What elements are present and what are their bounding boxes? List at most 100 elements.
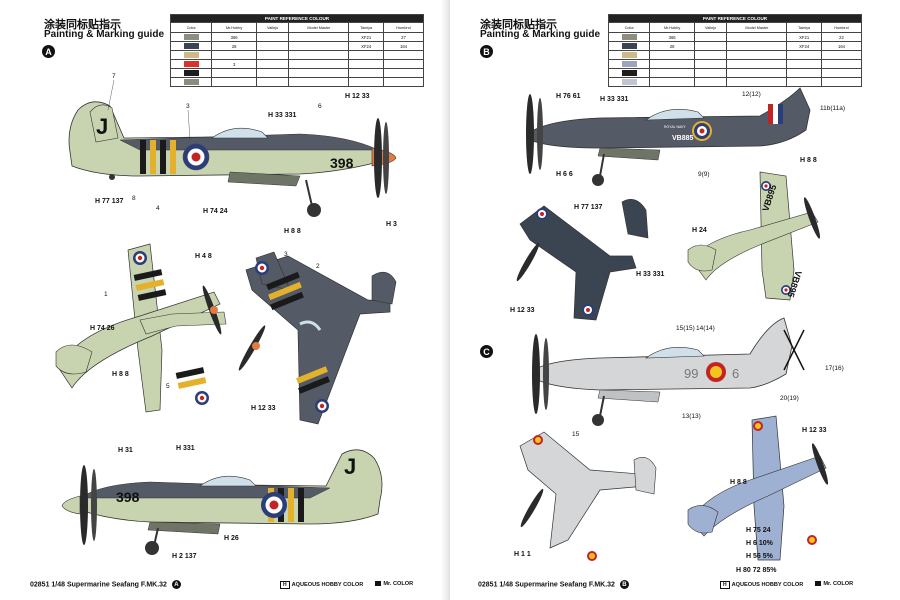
callout: 11b(11a) xyxy=(820,105,845,112)
callout: 8 xyxy=(132,195,136,202)
ref-label: H 12 33 xyxy=(251,405,276,412)
ref-label: H 33 331 xyxy=(268,112,297,119)
callout: 2 xyxy=(316,263,320,270)
callout: 20(19) xyxy=(780,395,799,402)
color-swatch-icon xyxy=(621,52,637,58)
legend-mr-color: Mr. COLOR xyxy=(823,581,854,587)
color-swatch-icon xyxy=(183,52,199,58)
b-serial: VB885 xyxy=(672,135,694,142)
callout: 9(9) xyxy=(698,171,710,178)
title-en-right: Painting & Marking guide xyxy=(480,29,601,40)
paint-cell xyxy=(820,77,863,87)
aircraft-number-a-bottom: 398 xyxy=(116,489,140,505)
callout: 6 xyxy=(318,103,322,110)
ref-label: H 77 137 xyxy=(574,204,603,211)
aircraft-b-plan-top: VB895 VB895 xyxy=(687,171,821,301)
color-swatch-icon xyxy=(183,34,199,40)
footer-left: 02851 1/48 Supermarine Seafang F.MK.32 A xyxy=(30,580,181,589)
ref-label: H 74 24 xyxy=(203,208,228,215)
left-drawings: J 398 xyxy=(55,73,397,560)
ref-label: H 26 xyxy=(224,535,239,542)
right-drawings: VB885 ROYAL NAVY VB895 VB895 xyxy=(510,87,845,574)
ref-label: H 8 8 xyxy=(730,479,747,486)
title-cn: 涂装同标贴指示 xyxy=(44,18,121,31)
footer-left-badge: A xyxy=(171,580,181,589)
color-swatch-icon xyxy=(183,43,199,49)
aircraft-c-plan-top xyxy=(519,431,657,561)
footer-right-text: 02851 1/48 Supermarine Seafang F.MK.32 xyxy=(478,581,615,589)
callout: 1 xyxy=(104,291,108,298)
paint-swatch xyxy=(169,77,213,87)
ref-label: H 74 26 xyxy=(90,325,115,332)
paint-table-right: PAINT REFERENCE COLOUR Color Mr.Hobby Va… xyxy=(607,14,863,87)
footer-right-badge: B xyxy=(619,580,629,589)
callout: 17(16) xyxy=(825,365,844,372)
ref-label: H 1 1 xyxy=(514,551,531,558)
callouts-right: 12(12) 11b(11a) 9(9) H 76 61 H 33 331 H … xyxy=(510,91,845,574)
aircraft-a-plan-bottom xyxy=(238,251,397,425)
ref-label: H 33 331 xyxy=(636,271,665,278)
ref-label: H 8 8 xyxy=(112,371,129,378)
scheme-badge-a: A xyxy=(42,45,55,58)
footer-right: 02851 1/48 Supermarine Seafang F.MK.32 B xyxy=(478,580,629,589)
ref-label: H 12 33 xyxy=(510,307,535,314)
paint-cell xyxy=(649,77,695,87)
ref-label: H 24 xyxy=(692,227,707,234)
ref-label: H 4 8 xyxy=(195,253,212,260)
aircraft-c-plan-bottom xyxy=(687,415,829,561)
scheme-badge-b: B xyxy=(480,45,493,58)
legend-aqueous: AQUEOUS HOBBY COLOR xyxy=(291,582,364,588)
footer-left-text: 02851 1/48 Supermarine Seafang F.MK.32 xyxy=(30,581,167,589)
title-cn-right: 涂装同标贴指示 xyxy=(480,18,557,31)
c-code-left: 99 xyxy=(684,366,698,381)
color-swatch-icon xyxy=(621,43,637,49)
ref-label: H 331 xyxy=(176,445,195,452)
paint-row xyxy=(607,59,863,69)
callout: 15 xyxy=(572,431,580,438)
ref-label: H 12 33 xyxy=(345,93,370,100)
aqueous-mark-icon: H xyxy=(280,581,290,589)
tail-letter-a-bottom: J xyxy=(344,454,356,479)
left-sheet: 涂装同标贴指示 Painting & Marking guide PAINT R… xyxy=(30,14,425,589)
ref-label: H 6 10% xyxy=(746,540,774,547)
ref-label: H 80 72 85% xyxy=(736,567,777,574)
color-swatch-icon xyxy=(621,70,637,76)
b-small-text: ROYAL NAVY xyxy=(664,125,686,129)
paint-cell xyxy=(382,77,425,87)
scheme-badge-c: C xyxy=(480,345,493,358)
tail-letter-a: J xyxy=(96,114,108,139)
ref-label: H 75 24 xyxy=(746,527,771,534)
aircraft-number-a-top: 398 xyxy=(330,155,354,171)
aircraft-a-plan-top xyxy=(55,243,227,413)
paint-cell xyxy=(726,77,788,87)
aircraft-a-side-bottom: J 398 xyxy=(61,449,383,555)
ref-label: H 12 33 xyxy=(802,427,827,434)
aircraft-a-side-top: J 398 xyxy=(68,101,397,217)
c-code-right: 6 xyxy=(732,366,739,381)
paint-cell xyxy=(288,77,350,87)
callout: 13(13) xyxy=(682,413,701,420)
mr-color-swatch-icon xyxy=(375,581,382,587)
color-swatch-icon xyxy=(621,61,637,67)
aircraft-b-side: VB885 ROYAL NAVY xyxy=(526,87,811,186)
mr-color-swatch-icon xyxy=(815,581,822,587)
paint-row xyxy=(607,77,863,87)
aqueous-mark-icon: H xyxy=(720,581,730,589)
color-swatch-icon xyxy=(183,79,199,85)
color-swatch-icon xyxy=(621,34,637,40)
legend-mr-color: Mr. COLOR xyxy=(383,581,414,587)
callout: 15(15) xyxy=(676,325,695,332)
ref-label: H 3 xyxy=(386,221,397,228)
title-en: Painting & Marking guide xyxy=(44,29,165,40)
ref-label: H 2 137 xyxy=(172,553,197,560)
callout: 7 xyxy=(112,73,116,80)
color-swatch-icon xyxy=(621,79,637,85)
right-sheet: 涂装同标贴指示 Painting & Marking guide PAINT R… xyxy=(450,0,900,600)
paint-swatch xyxy=(607,77,651,87)
callout: 3 xyxy=(284,251,288,258)
paint-table-left: PAINT REFERENCE COLOUR Color Mr.Hobby Va… xyxy=(169,14,425,87)
